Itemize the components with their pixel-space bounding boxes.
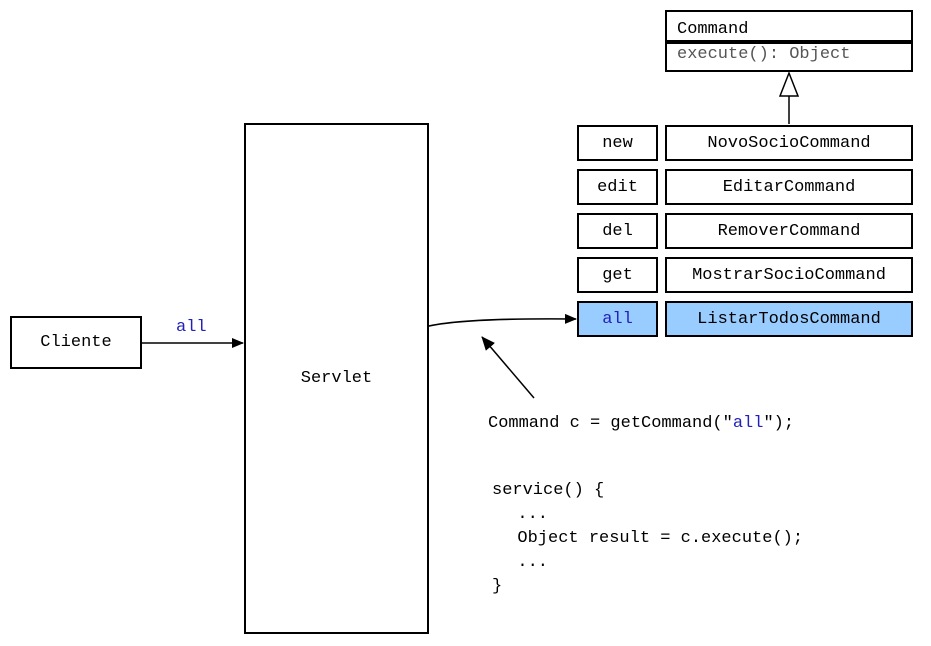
code-line: ... — [497, 553, 549, 572]
get-command-code: Command c = getCommand("all"); — [488, 414, 794, 433]
code-line: ... — [497, 505, 549, 524]
command-class-label: MostrarSocioCommand — [692, 265, 886, 285]
servlet-box: Servlet — [244, 123, 429, 634]
command-key-get: get — [577, 257, 658, 293]
command-key-del: del — [577, 213, 658, 249]
code-lookup-arg: all — [732, 414, 764, 433]
command-key-label: new — [602, 133, 633, 153]
command-class-label: RemoverCommand — [717, 221, 861, 241]
command-key-label: edit — [597, 177, 638, 197]
command-class-method: execute(): Object — [677, 45, 851, 64]
command-key-new: new — [577, 125, 658, 161]
command-key-all: all — [577, 301, 658, 337]
command-class-name: Command — [677, 20, 749, 39]
command-class-remover: RemoverCommand — [665, 213, 913, 249]
code-line: service() { — [492, 481, 605, 500]
command-class-label: ListarTodosCommand — [697, 309, 881, 329]
code-lookup-prefix: Command c = getCommand(" — [488, 414, 733, 433]
request-label: all — [176, 318, 207, 337]
code-line: } — [492, 577, 503, 596]
code-pointer-arrow — [481, 336, 535, 399]
inheritance-triangle — [778, 70, 800, 97]
command-key-label: del — [602, 221, 633, 241]
class-divider — [667, 40, 911, 44]
client-label: Cliente — [40, 333, 112, 352]
command-key-label: all — [602, 309, 633, 329]
command-class-label: EditarCommand — [722, 177, 856, 197]
servlet-label: Servlet — [300, 369, 373, 388]
command-key-label: get — [602, 265, 633, 285]
command-class-novo-socio: NovoSocioCommand — [665, 125, 913, 161]
code-lookup-suffix: "); — [763, 414, 795, 433]
command-interface-class: Command execute(): Object — [665, 10, 913, 72]
command-class-mostrar-socio: MostrarSocioCommand — [665, 257, 913, 293]
command-key-edit: edit — [577, 169, 658, 205]
command-class-label: NovoSocioCommand — [707, 133, 871, 153]
code-line: Object result = c.execute(); — [497, 529, 804, 548]
command-class-listar-todos: ListarTodosCommand — [665, 301, 913, 337]
command-class-editar: EditarCommand — [665, 169, 913, 205]
client-box: Cliente — [10, 316, 142, 369]
